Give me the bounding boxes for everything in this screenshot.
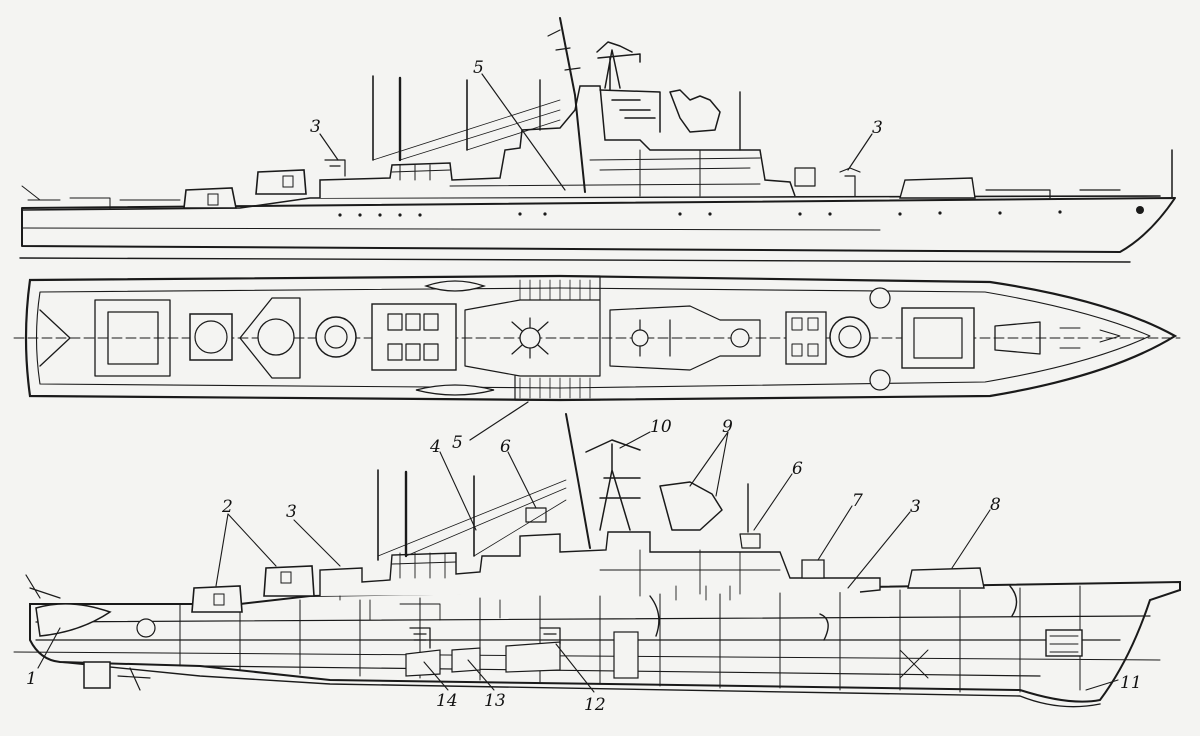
section-turret-2-mark bbox=[280, 571, 292, 584]
side-leader-5 bbox=[481, 73, 566, 191]
side-superstructure bbox=[319, 85, 796, 198]
section-callout-2: 2 bbox=[221, 497, 233, 517]
section-callout-13: 13 bbox=[484, 691, 506, 711]
side-main-mast bbox=[596, 41, 661, 133]
side-forward-director bbox=[899, 177, 976, 199]
plan-boats bbox=[415, 280, 495, 396]
side-callout-3-aft: 3 bbox=[310, 117, 321, 137]
side-aft-mast bbox=[669, 89, 721, 133]
section-callout-9: 9 bbox=[722, 417, 733, 437]
inboard-profile-view: 1 2 3 4 6 10 9 6 7 3 8 11 12 13 14 bbox=[13, 413, 1181, 715]
side-deck-line bbox=[21, 195, 1161, 211]
side-aft-launcher bbox=[324, 159, 346, 177]
side-aft-turret-2 bbox=[255, 169, 307, 195]
plan-bow-fittings bbox=[1059, 327, 1121, 349]
plan-inner-deckline bbox=[35, 287, 1151, 389]
section-hull-outline bbox=[29, 580, 1181, 703]
side-leader-3b bbox=[847, 133, 873, 171]
plan-turrets bbox=[189, 287, 891, 391]
section-callout-8: 8 bbox=[990, 495, 1001, 515]
section-masts bbox=[377, 413, 749, 561]
side-portholes bbox=[338, 206, 1144, 217]
plan-stern-deck bbox=[39, 299, 171, 377]
plan-mast-base bbox=[519, 327, 541, 349]
section-callout-12: 12 bbox=[584, 695, 606, 715]
section-leaders bbox=[37, 431, 1119, 693]
plan-hatching bbox=[519, 279, 591, 399]
plan-director-base bbox=[730, 328, 750, 348]
section-superstructure-panels bbox=[339, 549, 781, 621]
section-stern-sonar bbox=[35, 603, 112, 689]
section-bulkheads bbox=[179, 585, 1081, 693]
side-elevation-view: 3 5 3 bbox=[19, 17, 1176, 263]
side-turret-2-mark bbox=[282, 175, 294, 188]
section-callout-1: 1 bbox=[26, 669, 37, 689]
section-rigging bbox=[377, 479, 567, 557]
section-callout-11: 11 bbox=[1120, 673, 1142, 693]
plan-view: 5 bbox=[13, 274, 1181, 453]
plan-aft-mast-base bbox=[631, 329, 649, 347]
section-stern-fitting bbox=[136, 618, 156, 638]
side-masts bbox=[372, 17, 741, 193]
section-turret-1-mark bbox=[213, 593, 225, 606]
section-propeller bbox=[25, 574, 151, 691]
section-callout-7: 7 bbox=[852, 491, 863, 511]
side-leader-3a bbox=[319, 133, 339, 161]
section-callout-3-aft: 3 bbox=[286, 502, 297, 522]
section-callout-14: 14 bbox=[436, 691, 458, 711]
side-hull-outline bbox=[21, 197, 1176, 253]
side-keel-line bbox=[19, 257, 1131, 263]
plan-leader-5 bbox=[469, 401, 529, 441]
side-waterline bbox=[21, 227, 881, 231]
side-stern-details bbox=[21, 185, 181, 209]
section-callout-4: 4 bbox=[429, 437, 441, 457]
plan-callout-5: 5 bbox=[452, 433, 463, 453]
section-callout-6-aft: 6 bbox=[500, 437, 511, 457]
section-keel bbox=[59, 661, 1101, 708]
side-super-panels bbox=[391, 149, 761, 197]
side-callout-5: 5 bbox=[473, 58, 484, 78]
section-callout-3-forward: 3 bbox=[910, 497, 921, 517]
side-callout-3-forward: 3 bbox=[872, 118, 883, 138]
section-waterline bbox=[13, 651, 1161, 661]
side-rigging bbox=[372, 99, 561, 161]
section-callout-6-forward: 6 bbox=[792, 459, 803, 479]
section-callout-10: 10 bbox=[650, 417, 672, 437]
side-turret-1-mark bbox=[207, 193, 219, 206]
plan-launcher-boxes bbox=[371, 303, 1041, 371]
